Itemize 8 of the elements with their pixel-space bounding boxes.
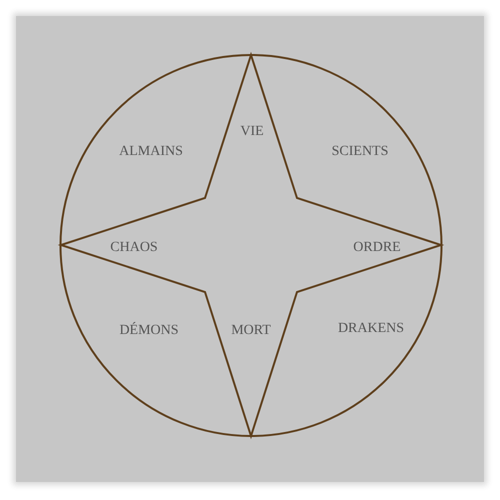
region-label: ALMAINS [119, 144, 183, 160]
region-label: ORDRE [353, 240, 401, 256]
region-label: CHAOS [110, 240, 158, 256]
region-label: VIE [240, 124, 264, 140]
region-label: MORT [231, 323, 271, 339]
region-label: SCIENTS [332, 144, 388, 160]
region-label: DRAKENS [338, 321, 404, 337]
region-label: DÉMONS [119, 323, 179, 339]
